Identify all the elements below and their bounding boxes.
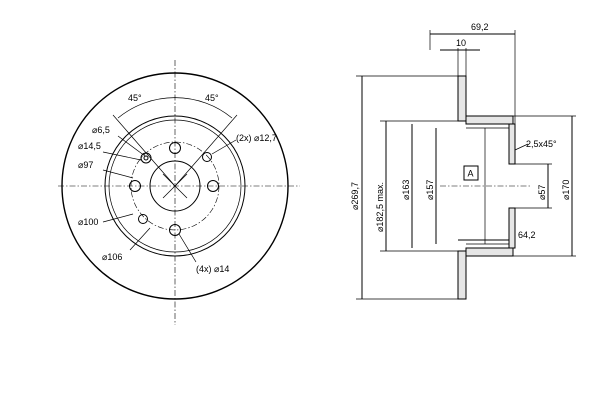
leader-x4 <box>178 233 197 263</box>
label-d163: ⌀163 <box>401 180 411 200</box>
label-64_2: 64,2 <box>518 230 536 240</box>
small-hole-lower-left <box>138 214 148 224</box>
label-d106: ⌀106 <box>102 252 122 262</box>
angle-ray-right <box>174 114 238 187</box>
label-chamfer: 2,5x45° <box>526 139 557 149</box>
hat-face-top <box>508 123 516 165</box>
label-d100: ⌀100 <box>78 217 98 227</box>
angle-left-label: 45° <box>128 93 142 103</box>
label-d97: ⌀97 <box>78 160 93 170</box>
leader-d14_5 <box>102 151 142 161</box>
hat-face-bottom <box>508 207 516 249</box>
friction-ring-top <box>457 75 467 122</box>
label-10: 10 <box>456 38 466 48</box>
hat-wall-bottom <box>465 247 514 257</box>
front-view: 45° 45° ⌀6,5 ⌀14,5 ⌀97 ⌀100 ⌀106 (2x) ⌀1… <box>58 60 300 325</box>
side-view: A 69,2 10 ⌀269,7 ⌀182,5 max. ⌀163 ⌀157 ⌀… <box>350 22 576 300</box>
leader-d106 <box>129 227 151 251</box>
label-d170: ⌀170 <box>561 180 571 200</box>
angle-ray-left <box>112 114 176 187</box>
leader-d100 <box>102 213 134 223</box>
centre-bore-circle <box>149 160 201 212</box>
label-x2-d12_7: (2x) ⌀12,7 <box>236 133 277 143</box>
label-d57: ⌀57 <box>537 185 547 200</box>
label-69_2: 69,2 <box>471 22 489 32</box>
small-hole-upper-right <box>202 152 212 162</box>
angle-right-label: 45° <box>205 93 219 103</box>
label-d157: ⌀157 <box>425 180 435 200</box>
friction-ring-bottom <box>457 250 467 300</box>
locating-hole-inner <box>143 155 149 161</box>
datum-a-box <box>463 165 479 181</box>
datum-a-label: A <box>468 169 474 179</box>
label-d269_7: ⌀269,7 <box>350 182 360 210</box>
hat-outer-circle <box>104 115 246 257</box>
label-d6_5: ⌀6,5 <box>92 125 110 135</box>
angle-arc <box>117 97 233 119</box>
hat-inner-circle <box>108 119 242 253</box>
leader-d97 <box>102 169 134 179</box>
leader-x2 <box>211 139 237 155</box>
disc-outer-circle <box>61 72 289 300</box>
leader-d6_5 <box>117 135 146 157</box>
hat-wall-top <box>465 115 514 125</box>
leader-chamfer <box>514 143 529 151</box>
bolt-hole-left <box>129 180 141 192</box>
label-d14_5: ⌀14,5 <box>78 141 101 151</box>
bolt-hole-bottom <box>169 224 181 236</box>
bolt-hole-right <box>207 180 219 192</box>
label-x4-d14: (4x) ⌀14 <box>196 264 229 274</box>
label-d182_5: ⌀182,5 max. <box>375 182 385 232</box>
bolt-hole-top <box>169 142 181 154</box>
